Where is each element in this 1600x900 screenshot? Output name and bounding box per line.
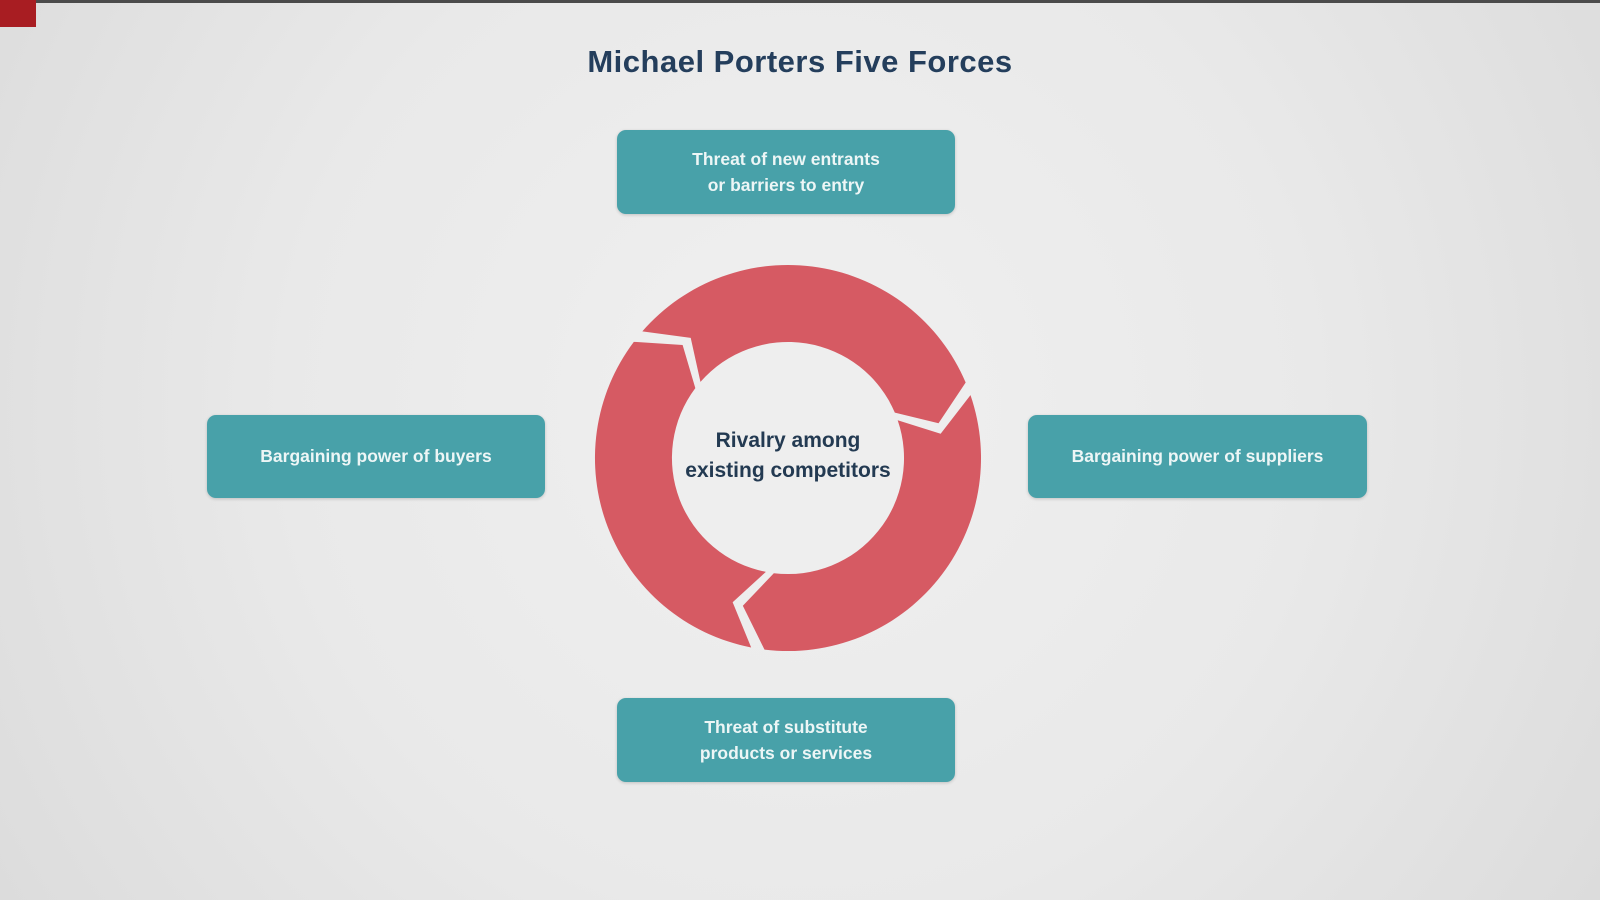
center-label-line1: Rivalry among <box>715 429 861 452</box>
force-box-new-entrants-line2: or barriers to entry <box>707 175 865 195</box>
force-box-buyers-line1: Bargaining power of buyers <box>260 446 492 467</box>
force-box-new-entrants-line1: Threat of new entrants <box>692 148 880 169</box>
force-box-suppliers-line1: Bargaining power of suppliers <box>1071 446 1324 467</box>
force-box-substitutes-line2: products or services <box>699 743 873 763</box>
cycle-inner-circle <box>670 340 906 576</box>
force-box-substitutes: Threat of substitute products or service… <box>617 698 955 782</box>
center-label-line2: existing competitors <box>685 459 891 483</box>
video-artifact-red-mark <box>0 0 36 27</box>
force-box-suppliers: Bargaining power of suppliers <box>1028 415 1367 498</box>
page-title: Michael Porters Five Forces <box>587 44 1013 79</box>
force-box-substitutes-line1: Threat of substitute <box>704 716 868 737</box>
video-artifact-top-line <box>0 0 1600 3</box>
center-label-rivalry: Rivalry among existing competitors <box>638 426 938 487</box>
force-box-buyers: Bargaining power of buyers <box>207 415 545 498</box>
circular-arrows-icon <box>588 258 988 658</box>
force-box-new-entrants: Threat of new entrants or barriers to en… <box>617 130 955 214</box>
